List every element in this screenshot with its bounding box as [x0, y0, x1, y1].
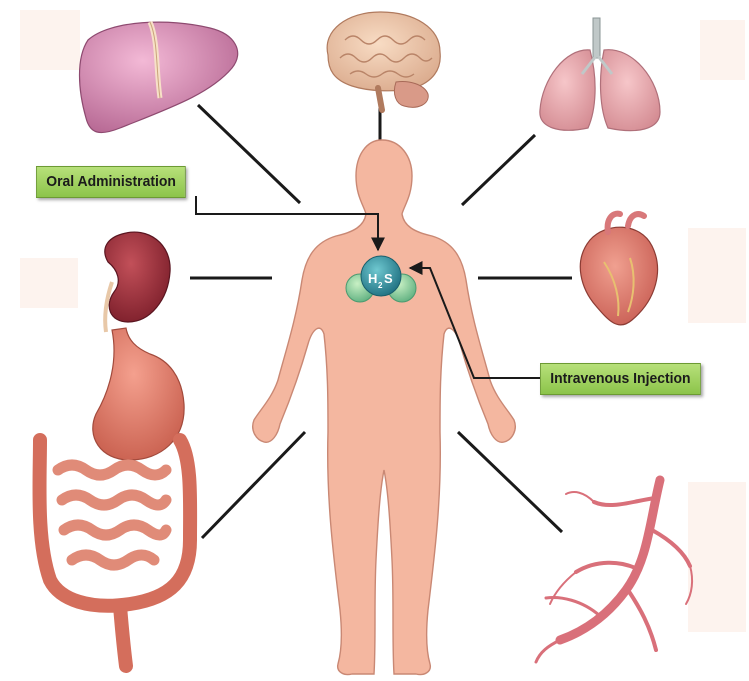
liver-icon: [80, 22, 238, 133]
stomach-intestines-icon: [39, 328, 190, 666]
oral-administration-label: Oral Administration: [36, 166, 186, 198]
brain-icon: [327, 12, 440, 110]
kidney-icon: [105, 232, 170, 332]
background-panel: [20, 258, 78, 308]
molecule-symbol-left: H: [368, 271, 377, 286]
lungs-icon: [540, 18, 660, 131]
intravenous-injection-label: Intravenous Injection: [540, 363, 701, 395]
background-panel: [700, 20, 745, 80]
connector-gut: [202, 432, 305, 538]
human-body: [253, 140, 516, 675]
connector-vessels: [458, 432, 562, 532]
connector-lungs: [462, 135, 535, 205]
background-panel: [688, 228, 746, 323]
blood-vessels-icon: [536, 480, 692, 662]
background-panel: [688, 482, 746, 632]
connector-liver: [198, 105, 300, 203]
background-panel: [20, 10, 80, 70]
molecule-symbol-right: S: [384, 271, 393, 286]
molecule-subscript: 2: [378, 281, 383, 290]
heart-icon: [580, 214, 657, 325]
